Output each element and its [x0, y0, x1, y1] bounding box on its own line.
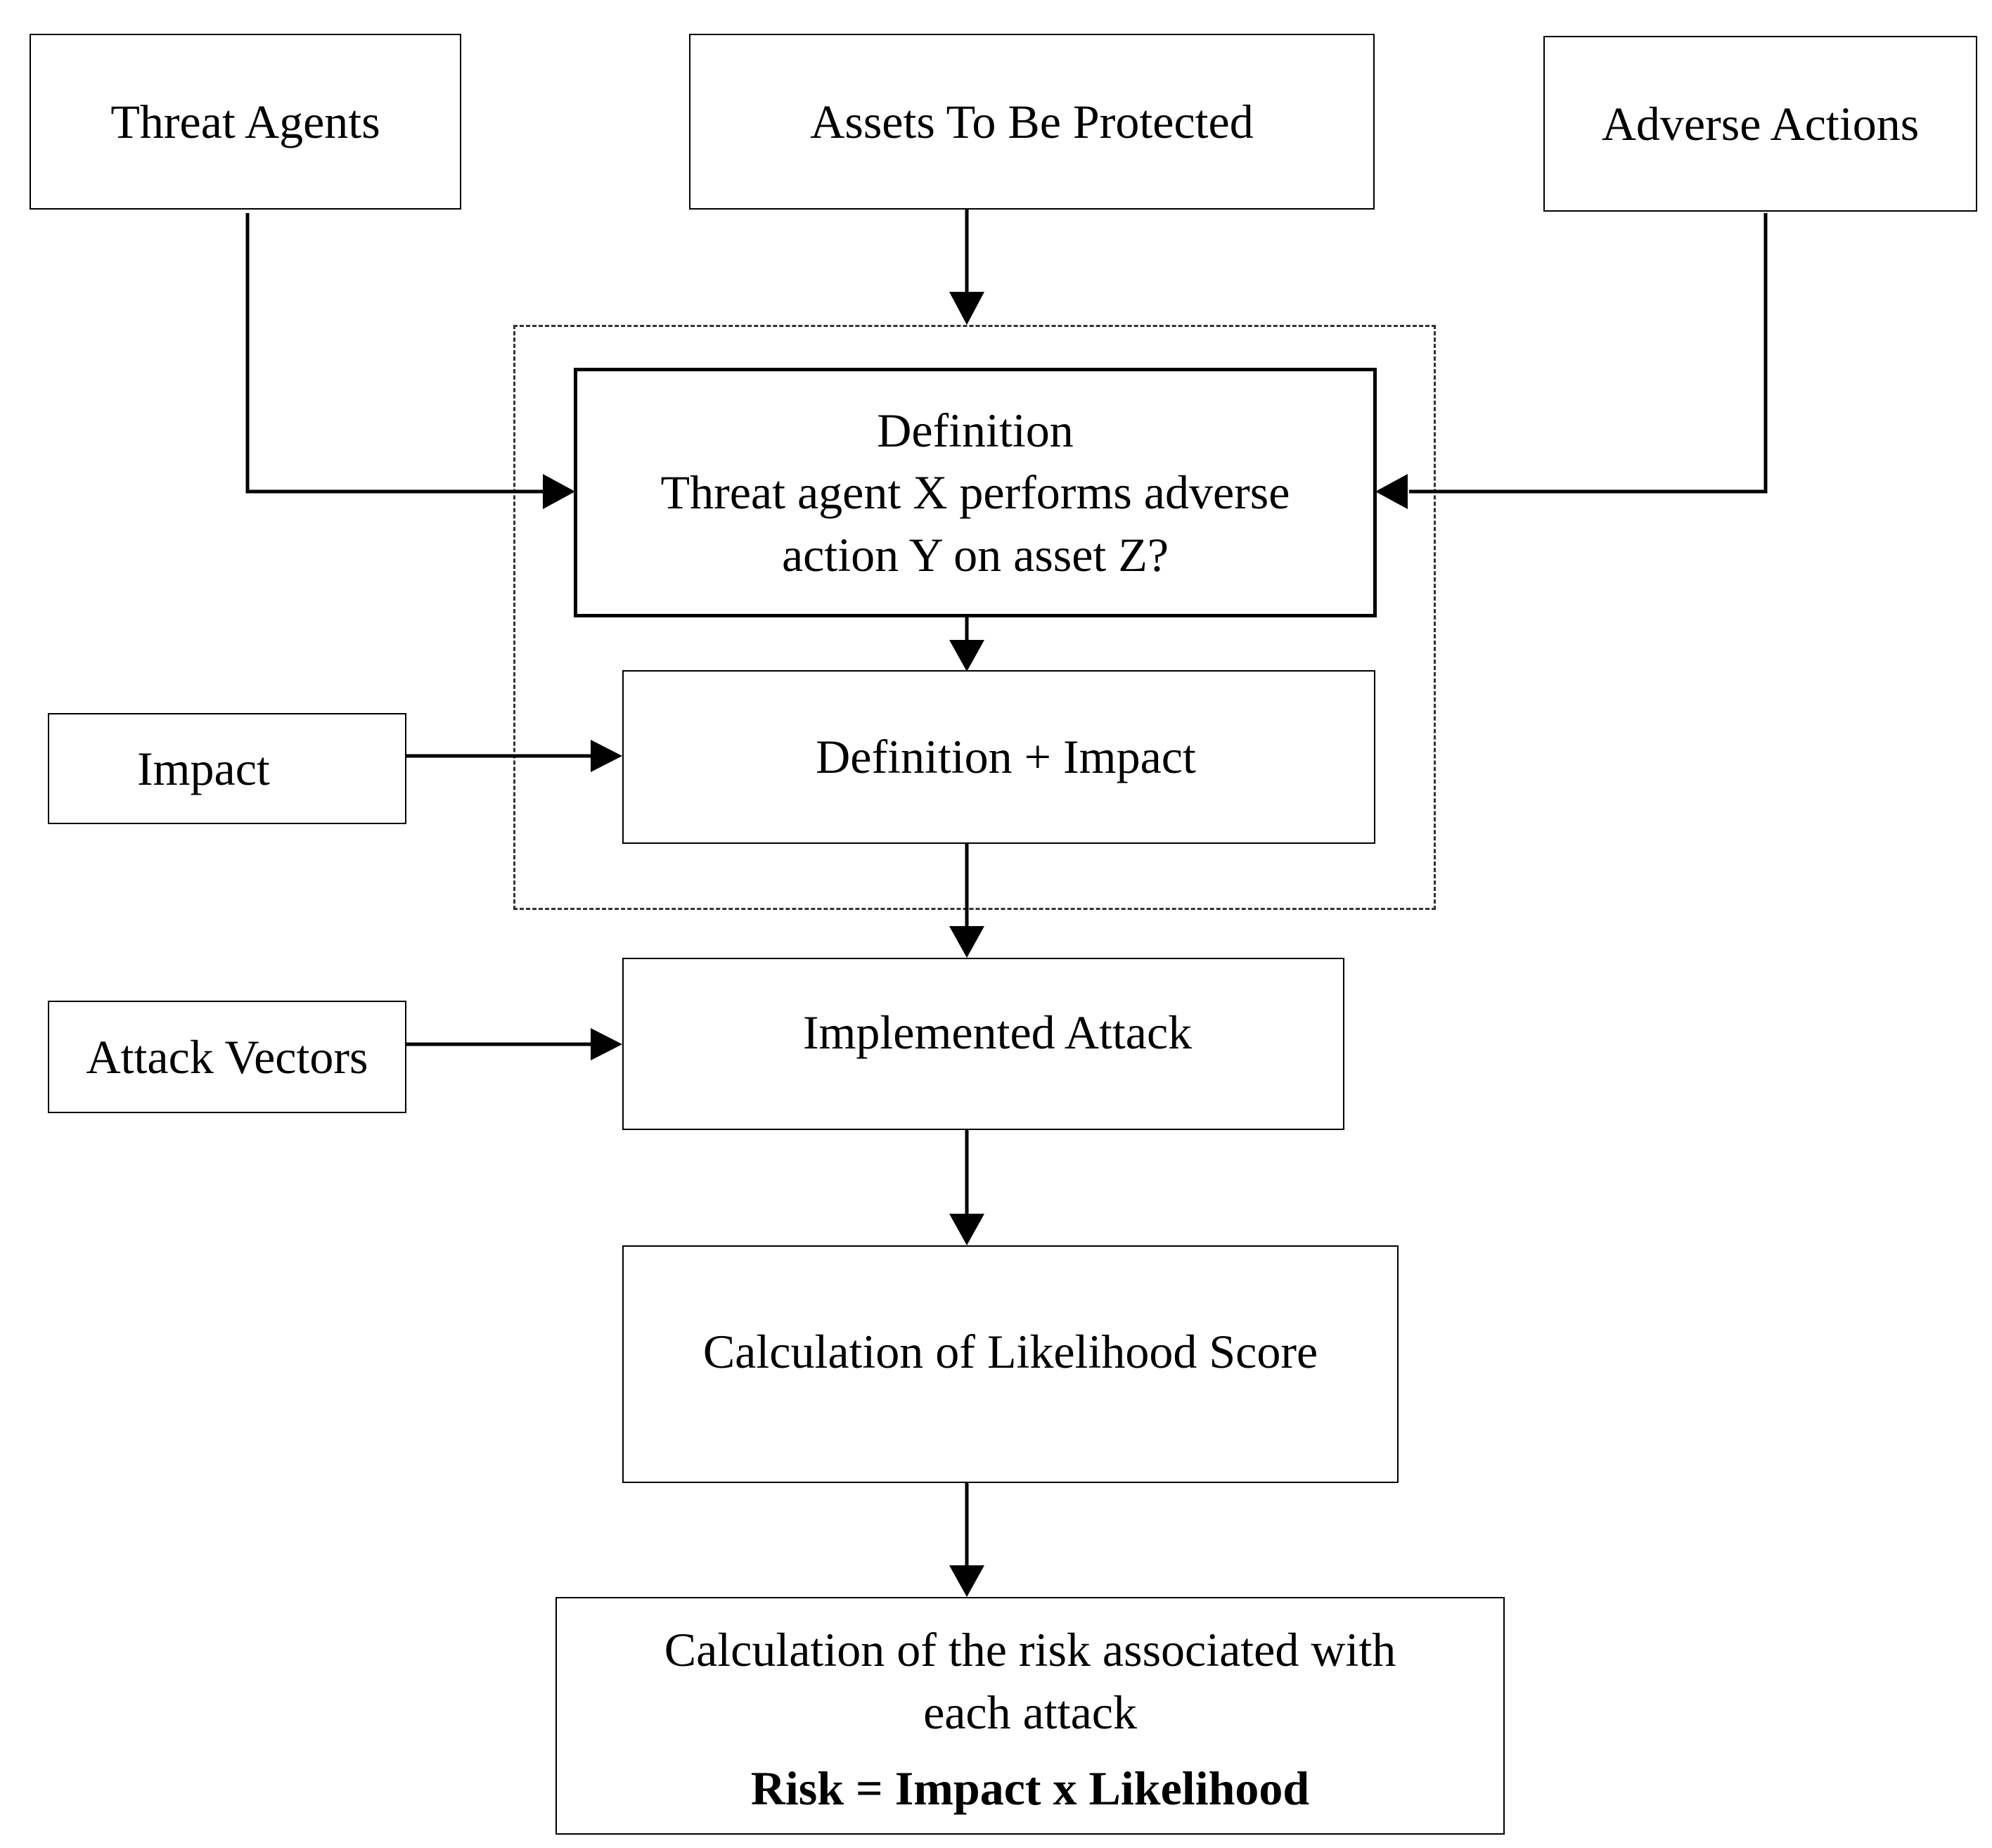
assets-label: Assets To Be Protected: [810, 94, 1254, 148]
arrowhead-definition-right: [1375, 474, 1408, 509]
threat-agents-label: Threat Agents: [110, 94, 380, 148]
likelihood-node: Calculation of Likelihood Score: [622, 1245, 1399, 1483]
arrowhead-definition-impact-down: [949, 640, 984, 672]
adverse-actions-label: Adverse Actions: [1601, 96, 1920, 150]
adverse-actions-node: Adverse Actions: [1543, 36, 1977, 212]
assets-node: Assets To Be Protected: [689, 34, 1375, 210]
definition-line-1: Threat agent X performs adverse: [660, 466, 1290, 520]
definition-title: Definition: [877, 403, 1074, 457]
arrowhead-definition-left: [543, 474, 575, 509]
risk-formula: Risk = Impact x Likelihood: [750, 1762, 1310, 1816]
threat-agents-node: Threat Agents: [30, 34, 461, 210]
risk-line-2: each attack: [923, 1685, 1137, 1739]
implemented-attack-node: Implemented Attack: [622, 958, 1344, 1130]
impact-node: Impact: [48, 713, 406, 824]
arrowhead-attack-vectors-right: [591, 1028, 622, 1060]
arrow-adverse-actions-to-definition: [1409, 213, 1768, 494]
attack-vectors-label: Attack Vectors: [86, 1029, 368, 1084]
arrowhead-implemented-attack-down: [949, 926, 984, 958]
definition-node: Definition Threat agent X performs adver…: [574, 368, 1377, 617]
arrowhead-likelihood-down: [949, 1214, 984, 1245]
implemented-attack-label: Implemented Attack: [802, 1006, 1193, 1059]
definition-group-boundary: [513, 325, 1436, 910]
definition-impact-node: Definition + Impact: [622, 670, 1375, 844]
arrowhead-impact-right: [591, 740, 622, 772]
arrowhead-assets-down: [949, 292, 984, 325]
risk-node: Calculation of the risk associated with …: [555, 1597, 1505, 1835]
attack-vectors-node: Attack Vectors: [48, 1001, 406, 1113]
definition-line-2: action Y on asset Z?: [781, 527, 1169, 582]
arrowhead-risk-down: [949, 1565, 984, 1597]
risk-line-1: Calculation of the risk associated with: [664, 1623, 1396, 1677]
likelihood-label: Calculation of Likelihood Score: [702, 1325, 1318, 1378]
arrow-threat-agents-to-definition: [245, 213, 567, 494]
definition-impact-label: Definition + Impact: [816, 730, 1196, 784]
impact-label: Impact: [137, 741, 270, 795]
